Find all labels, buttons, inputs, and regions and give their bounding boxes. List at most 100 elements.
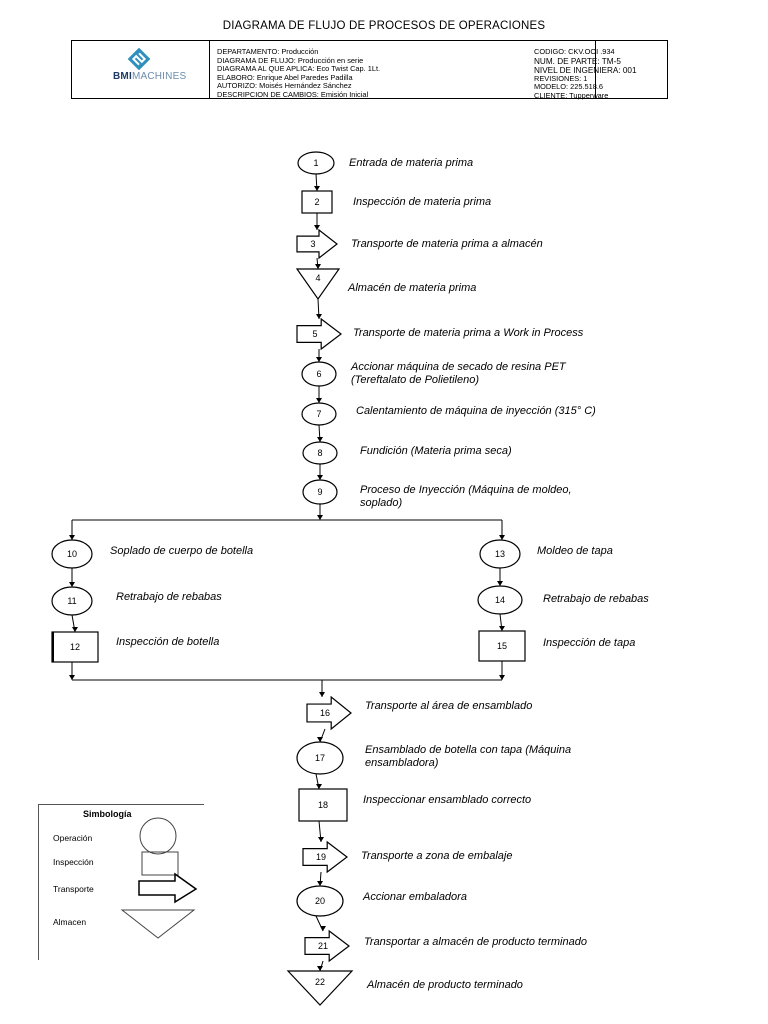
step-label-12: Inspección de botella	[116, 636, 220, 648]
arrow-head-icon	[317, 881, 323, 886]
arrow-head-icon	[320, 926, 326, 931]
step-number-6: 6	[316, 369, 321, 379]
code-line: CODIGO: CKV.OOI .934	[534, 47, 615, 56]
step-label-2: Inspección de materia prima	[353, 196, 492, 208]
legend-title: Simbología	[83, 809, 132, 819]
step-label-13: Moldeo de tapa	[537, 545, 613, 557]
step-number-13: 13	[495, 549, 505, 559]
step-number-2: 2	[314, 197, 319, 207]
arrow-head-icon	[497, 581, 503, 586]
arrow-head-icon	[314, 225, 320, 230]
arrow-head-icon	[315, 264, 321, 269]
arrow-head-icon	[317, 737, 323, 742]
operation-symbol-icon	[139, 817, 177, 855]
step-label-20: Accionar embaladora	[363, 891, 467, 903]
arrow-head-icon	[317, 966, 323, 971]
authorized-by-line: AUTORIZO: Moisés Hernández Sánchez	[217, 81, 352, 91]
bmi-logo: BMIMACHINES	[113, 71, 187, 82]
header-table: BMIMACHINES DEPARTAMENTO: Producción DIA…	[71, 40, 668, 99]
revisions-line: REVISIONES: 1	[534, 73, 588, 83]
arrow-head-icon	[69, 535, 75, 540]
arrow-head-icon	[499, 626, 505, 631]
transport-symbol-16	[306, 695, 352, 731]
step-number-16: 16	[320, 708, 330, 718]
step-label-10: Soplado de cuerpo de botella	[110, 545, 254, 557]
step-label-9: Proceso de Inyección (Máquina de moldeo,…	[360, 484, 572, 509]
model-line: MODELO: 225.518.6	[534, 82, 604, 92]
step-number-18: 18	[318, 800, 328, 810]
document-title: DIAGRAMA DE FLUJO DE PROCESOS DE OPERACI…	[222, 20, 546, 32]
legend-label-inspection: Inspección	[53, 857, 94, 867]
step-label-7: Calentamiento de máquina de inyección (3…	[356, 405, 596, 417]
transport-symbol-21	[304, 929, 350, 963]
legend-box: Simbología Operación Inspección Transpor…	[38, 804, 204, 960]
step-number-5: 5	[312, 329, 317, 339]
transport-symbol-5	[296, 317, 342, 351]
step-label-6: Accionar máquina de secado de resina PET…	[351, 361, 566, 386]
applies-to-line: DIAGRAMA AL QUE APLICA: Eco Twist Cap. 1…	[217, 64, 381, 74]
step-label-22: Almacén de producto terminado	[367, 979, 523, 991]
inspection-symbol-15	[478, 630, 526, 662]
step-number-19: 19	[316, 852, 326, 862]
step-label-16: Transporte al área de ensamblado	[365, 700, 533, 712]
step-number-22: 22	[315, 977, 325, 987]
step-number-10: 10	[67, 549, 77, 559]
changes-line: DESCRIPCION DE CAMBIOS: Emisión Inicial	[217, 89, 369, 99]
step-number-9: 9	[317, 487, 322, 497]
step-number-15: 15	[497, 641, 507, 651]
step-number-12: 12	[70, 642, 80, 652]
step-label-4: Almacén de materia prima	[348, 282, 477, 294]
step-number-14: 14	[495, 595, 505, 605]
step-label-14: Retrabajo de rebabas	[543, 593, 649, 605]
arrow-head-icon	[317, 437, 323, 442]
step-number-1: 1	[313, 158, 318, 168]
step-label-11: Retrabajo de rebabas	[116, 591, 222, 603]
inspection-symbol-12	[51, 631, 99, 663]
transport-symbol-3	[296, 228, 338, 260]
info-cell: DEPARTAMENTO: Producción DIAGRAMA DE FLU…	[209, 41, 596, 99]
logo-cell: BMIMACHINES	[72, 41, 210, 98]
legend-label-storage: Almacen	[53, 917, 87, 927]
step-label-8: Fundición (Materia prima seca)	[360, 445, 512, 457]
department-line: DEPARTAMENTO: Producción	[217, 47, 319, 56]
arrow-head-icon	[499, 535, 505, 540]
step-number-4: 4	[315, 273, 320, 283]
step-label-19: Transporte a zona de embalaje	[361, 850, 513, 862]
step-number-21: 21	[318, 941, 328, 951]
bmi-logo-icon	[127, 48, 151, 70]
transport-symbol-icon	[138, 872, 198, 904]
step-label-1: Entrada de materia prima	[349, 157, 474, 169]
engineering-level-line: NIVEL DE INGENIERA: 001	[534, 65, 637, 75]
inspection-symbol-18	[298, 788, 348, 822]
client-line: CLIENTE: Tupperware	[534, 90, 609, 100]
arrow-head-icon	[316, 784, 322, 789]
part-number-line: NUM. DE PARTE: TM-5	[534, 56, 621, 66]
arrow-head-icon	[316, 314, 322, 319]
step-label-15: Inspección de tapa	[543, 637, 636, 649]
arrow-head-icon	[319, 692, 325, 697]
legend-label-transport: Transporte	[53, 884, 94, 894]
step-label-5: Transporte de materia prima a Work in Pr…	[353, 327, 584, 339]
arrow-head-icon	[316, 398, 322, 403]
step-number-3: 3	[310, 239, 315, 249]
arrow-head-icon	[318, 837, 324, 842]
arrow-head-icon	[314, 186, 320, 191]
arrow-head-icon	[317, 515, 323, 520]
step-number-7: 7	[316, 409, 321, 419]
arrow-head-icon	[69, 582, 75, 587]
transport-symbol-19	[302, 840, 348, 874]
storage-symbol-icon	[120, 909, 196, 939]
arrow-head-icon	[499, 675, 505, 680]
arrow-head-icon	[316, 357, 322, 362]
flow-diagram-line: DIAGRAMA DE FLUJO: Producción en serie	[217, 55, 364, 65]
step-label-3: Transporte de materia prima a almacén	[351, 238, 543, 250]
arrow-head-icon	[72, 627, 78, 632]
step-number-17: 17	[315, 753, 325, 763]
legend-label-operation: Operación	[53, 833, 93, 843]
step-label-18: Inspeccionar ensamblado correcto	[363, 794, 532, 806]
step-number-8: 8	[317, 448, 322, 458]
arrow-head-icon	[69, 675, 75, 680]
step-number-11: 11	[67, 596, 76, 606]
